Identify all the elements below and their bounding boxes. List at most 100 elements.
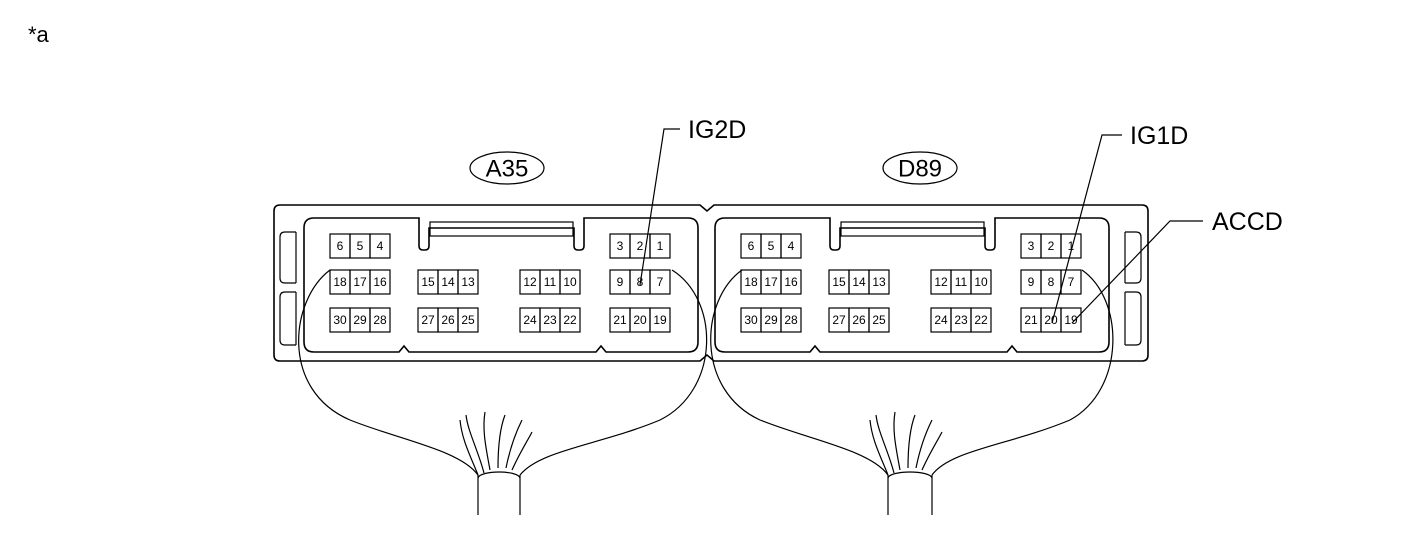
pin-number: 20	[1044, 313, 1058, 327]
pin-cell	[369, 307, 391, 333]
pin-number: 30	[744, 313, 758, 327]
pin-number: 9	[617, 275, 624, 289]
pin-number: 17	[764, 275, 778, 289]
connector-shell	[714, 217, 1110, 353]
pin-number: 4	[788, 239, 795, 253]
pin-number: 24	[934, 313, 948, 327]
pin-number: 7	[1068, 275, 1075, 289]
pin-number: 21	[1024, 313, 1038, 327]
pin-number: 26	[852, 313, 866, 327]
figure-label: *a	[28, 22, 50, 47]
connector-id-d89: D89	[898, 156, 942, 183]
pin-number: 18	[333, 275, 347, 289]
pin-cell	[649, 307, 671, 333]
pin-cell	[369, 269, 391, 295]
pin-cell	[1060, 233, 1082, 259]
pin-number: 11	[544, 275, 557, 289]
pin-number: 16	[373, 275, 387, 289]
pin-number: 1	[1068, 239, 1075, 253]
pin-number: 7	[657, 275, 664, 289]
right-latch-lower	[1124, 291, 1142, 346]
pin-cell	[649, 269, 671, 295]
pin-number: 23	[954, 313, 968, 327]
pin-cell	[970, 307, 992, 333]
pin-number: 1	[657, 239, 664, 253]
pin-number: 13	[872, 275, 886, 289]
pin-number: 19	[1064, 313, 1078, 327]
callout-ig1d: IG1D	[1051, 122, 1188, 324]
pin-number: 20	[633, 313, 647, 327]
pin-number: 6	[337, 239, 344, 253]
pin-number: 23	[543, 313, 557, 327]
connector-housing	[273, 204, 1149, 362]
pin-number: 29	[353, 313, 367, 327]
pin-number: 29	[764, 313, 778, 327]
callout-label-ig2d: IG2D	[688, 116, 746, 144]
pin-number: 22	[563, 313, 577, 327]
pin-cell	[1060, 307, 1082, 333]
pin-number: 15	[421, 275, 435, 289]
pin-number: 3	[1028, 239, 1035, 253]
pin-number: 24	[523, 313, 537, 327]
callout-accd: ACCD	[1071, 208, 1283, 324]
pin-number: 26	[441, 313, 455, 327]
pin-number: 19	[653, 313, 667, 327]
connector-id-a35: A35	[486, 156, 529, 183]
callout-label-accd: ACCD	[1212, 208, 1283, 236]
pin-cell	[649, 233, 671, 259]
pin-number: 15	[832, 275, 846, 289]
pin-cell	[868, 307, 890, 333]
pin-cell	[780, 307, 802, 333]
pin-number: 22	[974, 313, 988, 327]
pin-number: 27	[421, 313, 435, 327]
left-latch-lower	[279, 291, 297, 346]
callout-ig2d: IG2D	[639, 116, 746, 286]
pin-number: 30	[333, 313, 347, 327]
pin-number: 14	[852, 275, 866, 289]
pin-number: 4	[377, 239, 384, 253]
pin-number: 11	[955, 275, 968, 289]
callout-label-ig1d: IG1D	[1130, 122, 1188, 150]
pin-number: 21	[613, 313, 627, 327]
connector-id-oval-a35	[469, 151, 545, 185]
pin-number: 10	[974, 275, 988, 289]
pin-number: 12	[934, 275, 948, 289]
pin-number: 2	[637, 239, 644, 253]
connector-shell	[303, 217, 699, 353]
pin-number: 25	[461, 313, 475, 327]
pin-cell	[1060, 269, 1082, 295]
pin-cell	[559, 269, 581, 295]
left-latch	[279, 231, 297, 284]
pin-cell	[369, 233, 391, 259]
connector-slot-rail	[840, 221, 985, 237]
right-latch	[1124, 231, 1142, 284]
pin-number: 10	[563, 275, 577, 289]
wire-harness-d89	[710, 269, 1114, 515]
pin-number: 17	[353, 275, 367, 289]
pin-cell	[559, 307, 581, 333]
pin-number: 14	[441, 275, 455, 289]
pin-number: 28	[373, 313, 387, 327]
pin-number: 12	[523, 275, 537, 289]
pin-cell	[868, 269, 890, 295]
pin-number: 8	[1048, 275, 1055, 289]
pin-number: 5	[768, 239, 775, 253]
pin-cell	[970, 269, 992, 295]
pin-number: 3	[617, 239, 624, 253]
pin-cell	[780, 233, 802, 259]
wire-harness-a35	[298, 269, 708, 515]
pin-number: 25	[872, 313, 886, 327]
pin-cell	[457, 307, 479, 333]
pin-cell	[457, 269, 479, 295]
pin-number: 18	[744, 275, 758, 289]
pin-number: 28	[784, 313, 798, 327]
connector-id-oval-d89	[882, 151, 958, 185]
pin-number: 6	[748, 239, 755, 253]
pin-number: 9	[1028, 275, 1035, 289]
pin-number: 16	[784, 275, 798, 289]
pin-number: 2	[1048, 239, 1055, 253]
pin-number: 13	[461, 275, 475, 289]
